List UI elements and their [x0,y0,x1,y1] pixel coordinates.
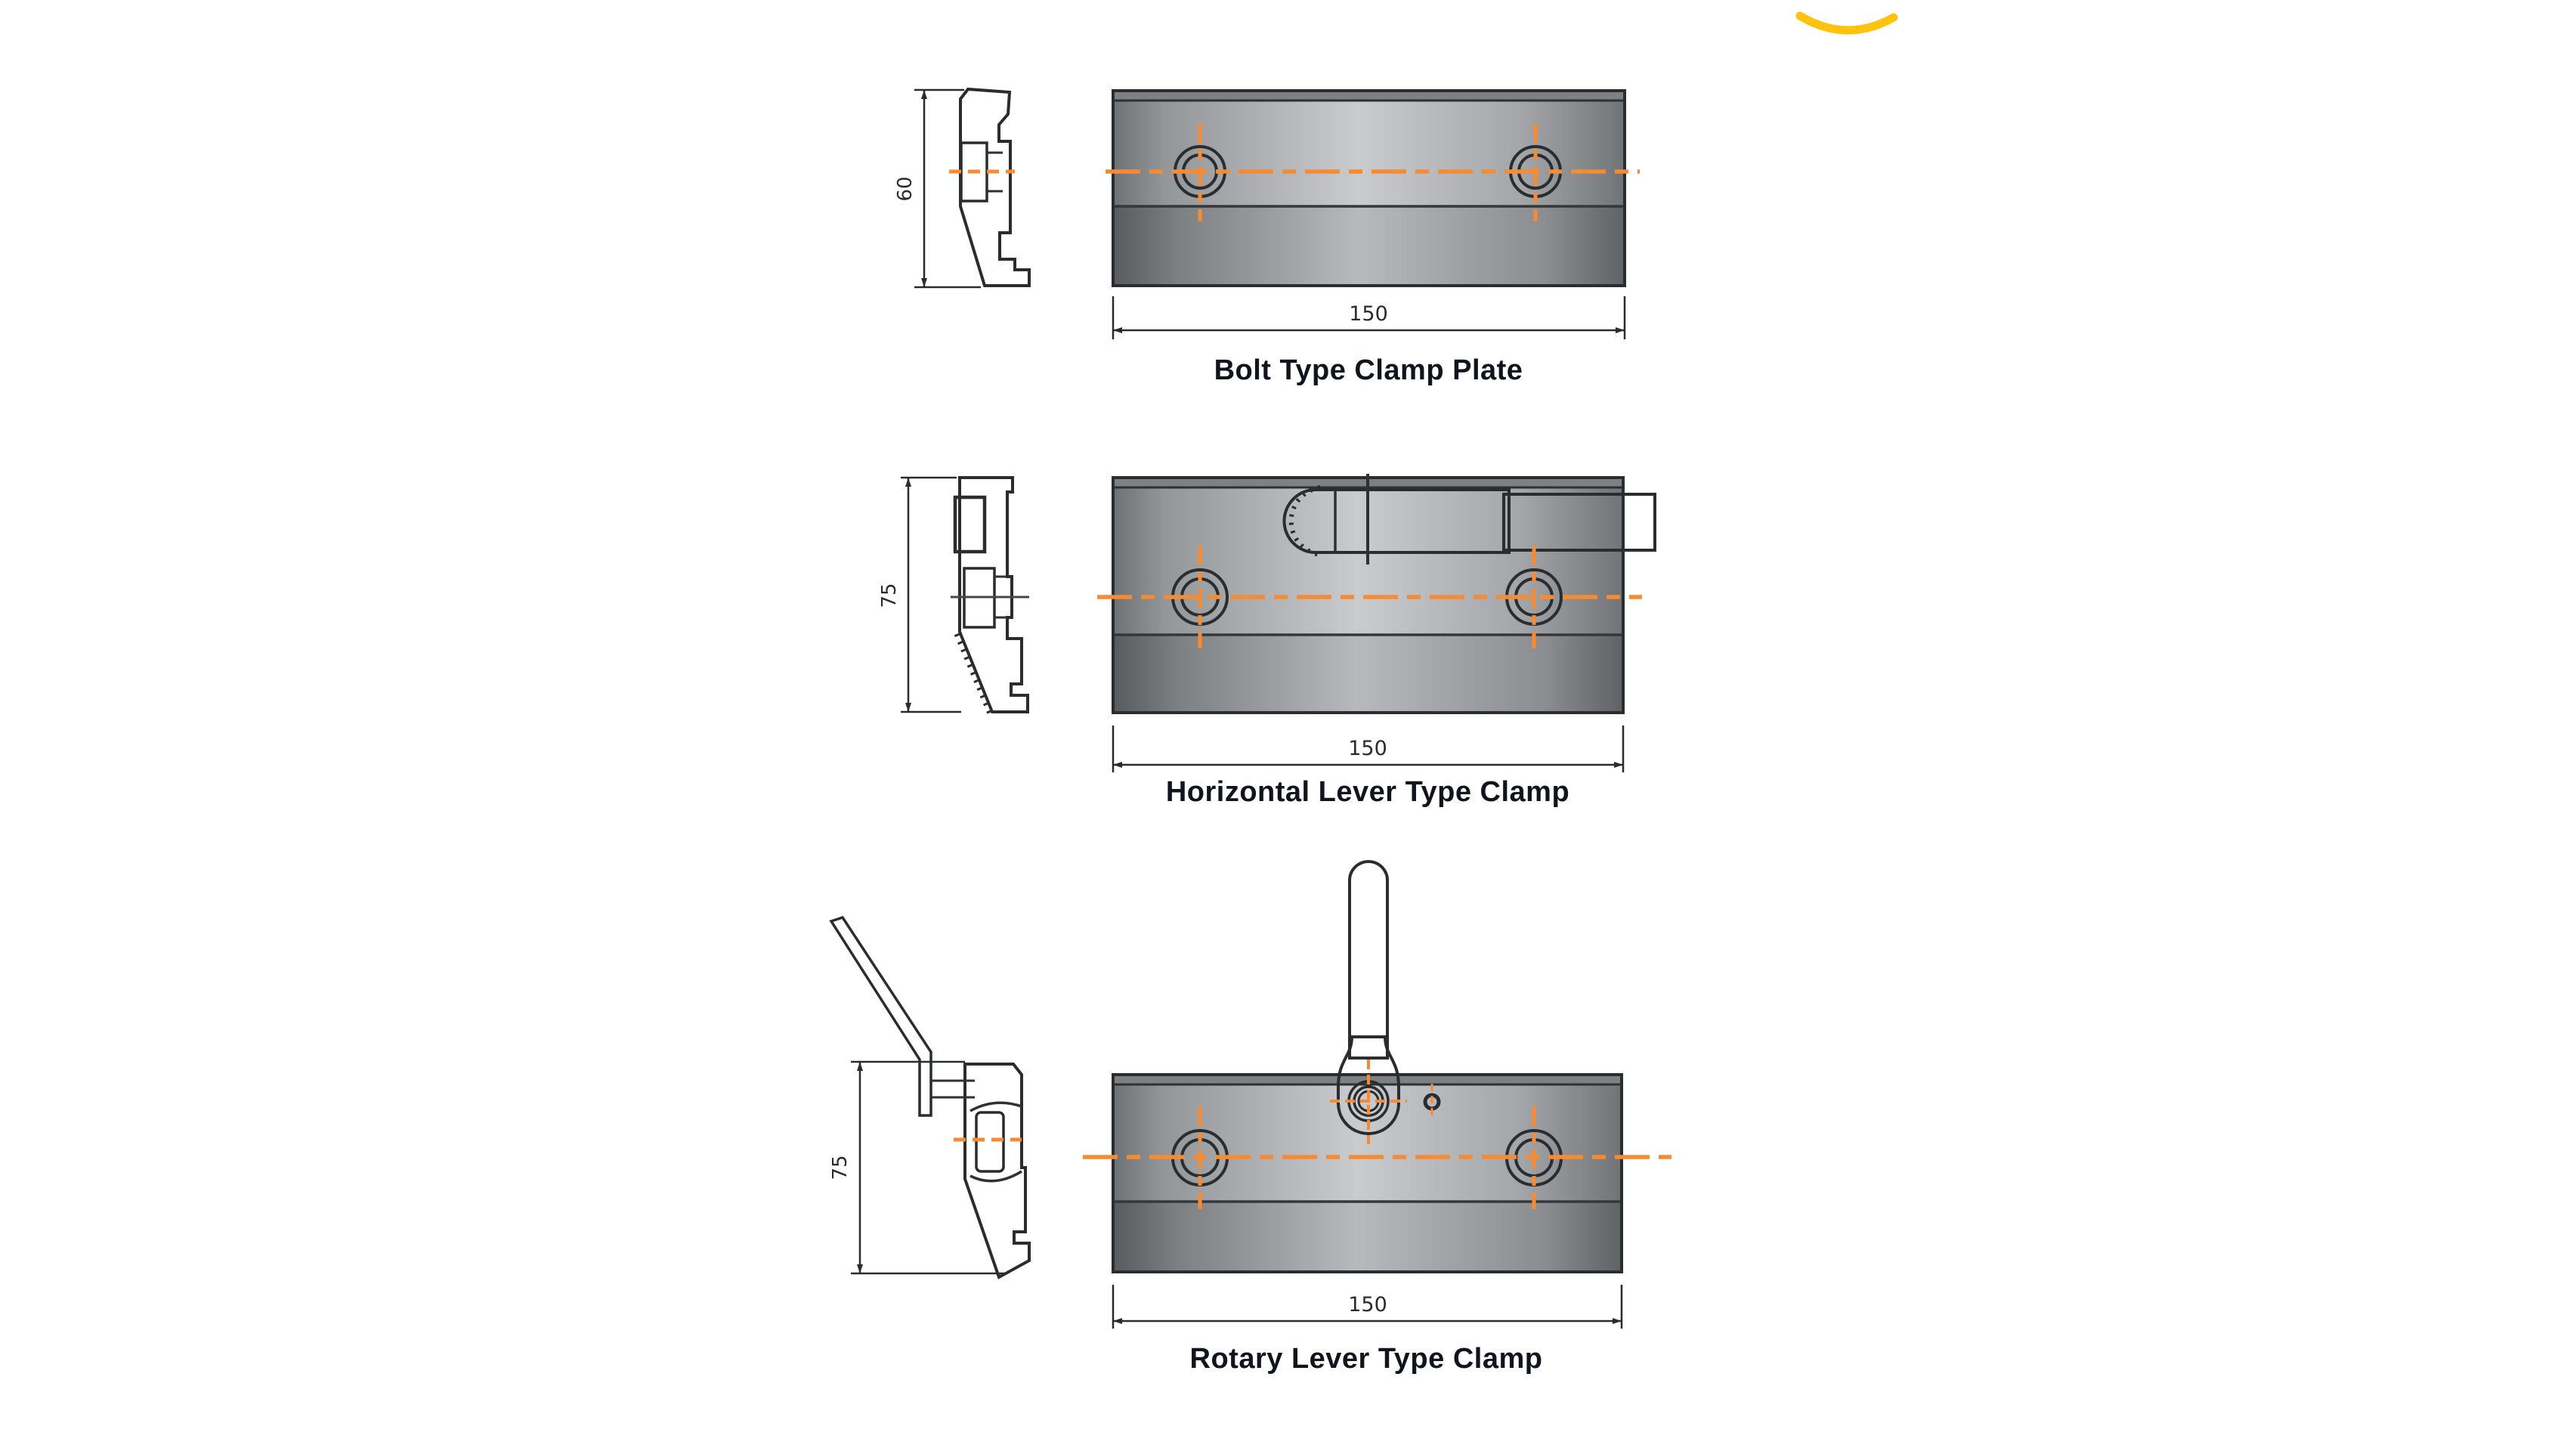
drawing-title: Bolt Type Clamp Plate [1214,354,1523,386]
horizontal-lever-clamp-drawing: 75 150 Horizontal Lever [878,474,1656,808]
lever-handle-block [1502,493,1656,552]
rotary-lever-clamp-drawing: 75 1 [829,860,1671,1375]
width-dimension-label: 150 [1349,302,1388,326]
plate-outline [1112,89,1626,287]
width-dimension-label: 150 [1348,1293,1387,1316]
plate-lower-band [1115,206,1623,284]
height-dimension-label: 60 [894,176,917,201]
rotary-lever-bar [829,915,932,1117]
rotary-lever-stem [1348,860,1389,1060]
horizontal-lever-side-view: 75 [878,476,1029,715]
side-profile [963,1063,1031,1279]
lever-pivot-boss [1337,1035,1400,1135]
height-dimension-label: 75 [829,1155,852,1180]
bolt-clamp-drawing: 60 150 Bolt Type Clamp Plate [894,87,1640,386]
width-dimension-label: 150 [1348,737,1387,760]
plate-lower-band [1115,1202,1620,1270]
rotary-lever-front-view: 150 [1083,860,1671,1329]
horizontal-lever-front-view: 150 [1097,474,1656,772]
side-profile [958,476,1029,713]
bolt-clamp-side-view: 60 [894,87,1031,289]
jaw-curve [969,1101,1022,1112]
drawing-title: Horizontal Lever Type Clamp [1166,776,1569,808]
drawing-title: Rotary Lever Type Clamp [1190,1343,1543,1375]
serrated-edge [954,633,993,715]
lever-boss-block [953,495,987,554]
brand-swoosh-arc [1795,11,1898,35]
plate-top-strip [1115,92,1623,100]
side-profile [959,87,1031,287]
rotary-lever-side-view: 75 [829,915,1031,1279]
lever-serrated-cap [1288,485,1321,557]
bolt-clamp-front-view: 150 [1106,89,1640,339]
plate-lower-band [1115,635,1622,711]
jaw-cavity [975,1111,1005,1173]
jaw-curve [969,1170,1022,1183]
height-dimension-label: 75 [878,583,901,608]
